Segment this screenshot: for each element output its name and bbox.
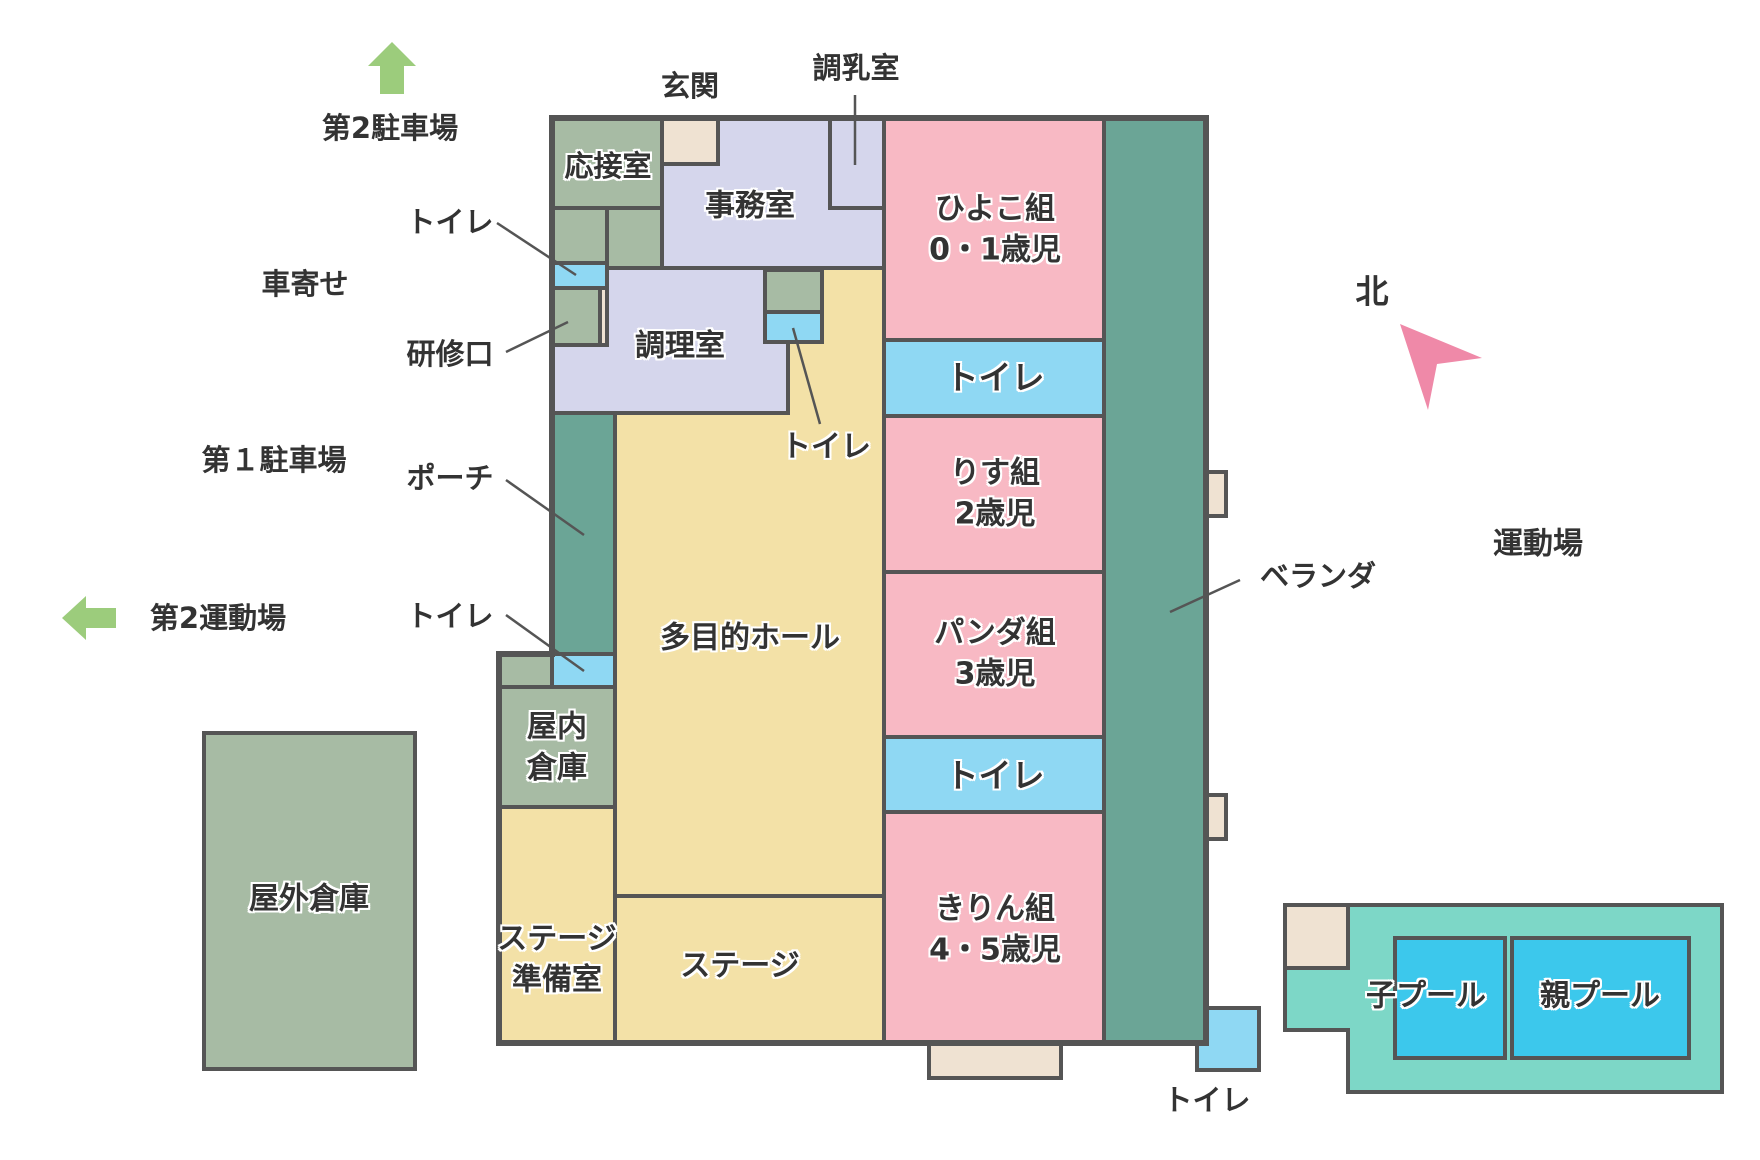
kids-pool [1393,936,1507,1060]
label-nursing-room: 調乳室 [812,50,900,85]
label-risu-class: りす組 2歳児 [950,453,1040,536]
label-toilet-2: トイレ [945,756,1045,796]
bottom-step [927,1041,1063,1080]
north-arrow-icon [1400,324,1482,410]
storage-corner [497,652,554,689]
nursing-room [828,116,886,210]
label-training-entrance: 研修口 [406,336,494,371]
toilet-front [550,261,609,290]
label-north: 北 [1355,272,1389,312]
label-indoor-storage-line1: 屋内 [527,709,587,745]
label-kitchen: 調理室 [635,328,725,364]
label-parking-1: 第１駐車場 [201,442,347,477]
risu-classroom [882,414,1106,574]
label-kirin-class-name: きりん組 [935,891,1055,927]
label-stage-prep-line1: ステージ [497,921,617,957]
outdoor-storage-room [202,731,417,1071]
label-stage-prep: ステージ 準備室 [497,919,616,1002]
label-stage-prep-line2: 準備室 [512,963,602,998]
label-toilet-kitchen: トイレ [781,429,871,465]
outer-wall [496,115,1209,1046]
training-entrance [550,286,602,347]
label-kids-pool: 子プール [1366,978,1486,1014]
leader-toilet-front [496,221,577,277]
panda-classroom [882,570,1106,739]
kirin-classroom [882,810,1106,1045]
label-entrance: 玄関 [660,68,720,103]
parent-pool [1510,936,1691,1060]
veranda [1102,116,1208,1045]
label-office: 事務室 [705,188,795,224]
label-playground-2: 第2運動場 [149,600,287,635]
label-panda-class-age: 3歳児 [954,657,1036,692]
label-multipurpose-hall: 多目的ホール [660,620,840,656]
leader-veranda [1169,578,1241,614]
label-outdoor-storage: 屋外倉庫 [249,881,369,917]
label-risu-class-name: りす組 [950,455,1040,491]
label-porch: ポーチ [406,460,494,495]
label-stage: ステージ [680,948,800,984]
label-hiyoko-class-age: 0・1歳児 [929,233,1061,268]
label-toilet-1: トイレ [945,358,1045,398]
label-veranda: ベランダ [1259,558,1377,593]
label-panda-class-name: パンダ組 [934,615,1056,651]
label-toilet-porch: トイレ [406,598,494,633]
entrance-area [660,116,720,166]
kitchen-small-room [763,268,824,314]
label-car-approach: 車寄せ [261,266,349,301]
label-toilet-front: トイレ [406,204,494,239]
pool-corner-square [1283,903,1350,970]
up-arrow-icon [368,42,416,94]
label-indoor-storage: 屋内 倉庫 [527,707,587,790]
label-risu-class-age: 2歳児 [954,497,1036,532]
leader-porch [505,478,585,537]
toilet-1 [882,338,1106,418]
label-hiyoko-class-name: ひよこ組 [935,191,1055,227]
toilet-kitchen [763,310,824,344]
leader-toilet-kitchen [791,327,822,425]
label-panda-class: パンダ組 3歳児 [934,613,1056,696]
toilet-2 [882,735,1106,814]
label-playground: 運動場 [1493,526,1583,562]
left-arrow-icon [62,596,116,640]
leader-training-entrance [505,320,569,354]
hiyoko-classroom [882,116,1106,342]
label-hiyoko-class: ひよこ組 0・1歳児 [929,189,1061,272]
label-indoor-storage-line2: 倉庫 [527,751,587,786]
small-room-2 [605,206,664,270]
stage-prep-room [497,805,617,1045]
small-room-1 [550,206,609,265]
label-parking-2: 第2駐車場 [321,110,459,145]
label-toilet-outside: トイレ [1163,1082,1251,1117]
leader-toilet-porch [505,613,585,673]
label-kirin-class-age: 4・5歳児 [929,933,1061,968]
label-reception-room: 応接室 [564,148,652,183]
label-parent-pool: 親プール [1540,978,1660,1014]
label-kirin-class: きりん組 4・5歳児 [929,889,1061,972]
